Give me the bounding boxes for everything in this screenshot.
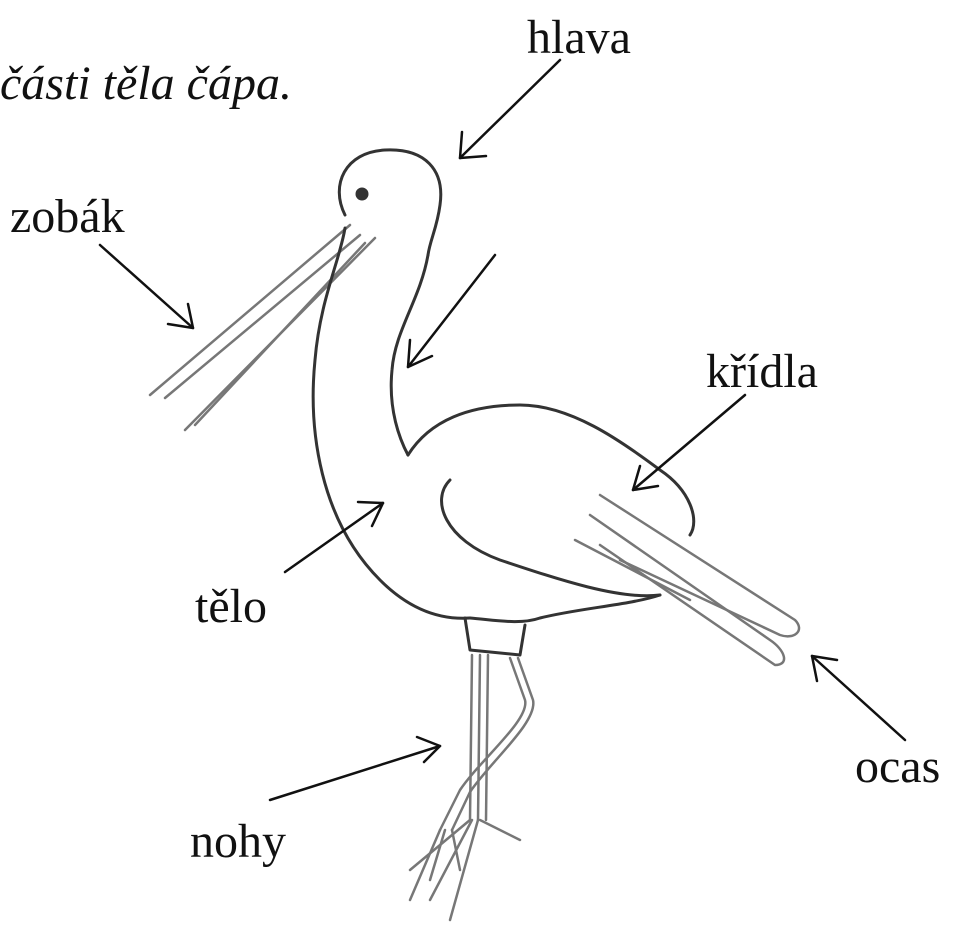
stork-eye (357, 189, 367, 199)
stork-belly (470, 595, 660, 622)
stork-neck-front (313, 228, 470, 618)
stork-back (408, 405, 694, 535)
stork-beak-upper (150, 225, 350, 395)
stork-leg-left (470, 655, 488, 820)
stork-tail-2 (590, 515, 784, 665)
arrow-head (460, 60, 560, 158)
arrows (100, 60, 905, 800)
label-beak: zobák (10, 193, 125, 241)
stork-beak-upper-2 (165, 235, 360, 398)
stork-thigh (465, 618, 525, 655)
label-tail: ocas (855, 743, 940, 791)
stork-tail-3 (575, 540, 690, 600)
arrow-legs (270, 737, 440, 800)
arrow-neck (408, 255, 495, 367)
label-legs: nohy (190, 818, 286, 866)
arrow-wings (633, 395, 745, 490)
arrow-beak (100, 245, 193, 328)
label-wings: křídla (706, 348, 818, 396)
title-text: části těla čápa. (0, 60, 292, 108)
stork-foot-left (410, 820, 520, 920)
stork-wing (442, 480, 660, 596)
arrow-tail (812, 656, 905, 740)
label-body: tělo (195, 583, 267, 631)
label-head: hlava (527, 14, 631, 62)
stork-drawing (150, 150, 799, 920)
